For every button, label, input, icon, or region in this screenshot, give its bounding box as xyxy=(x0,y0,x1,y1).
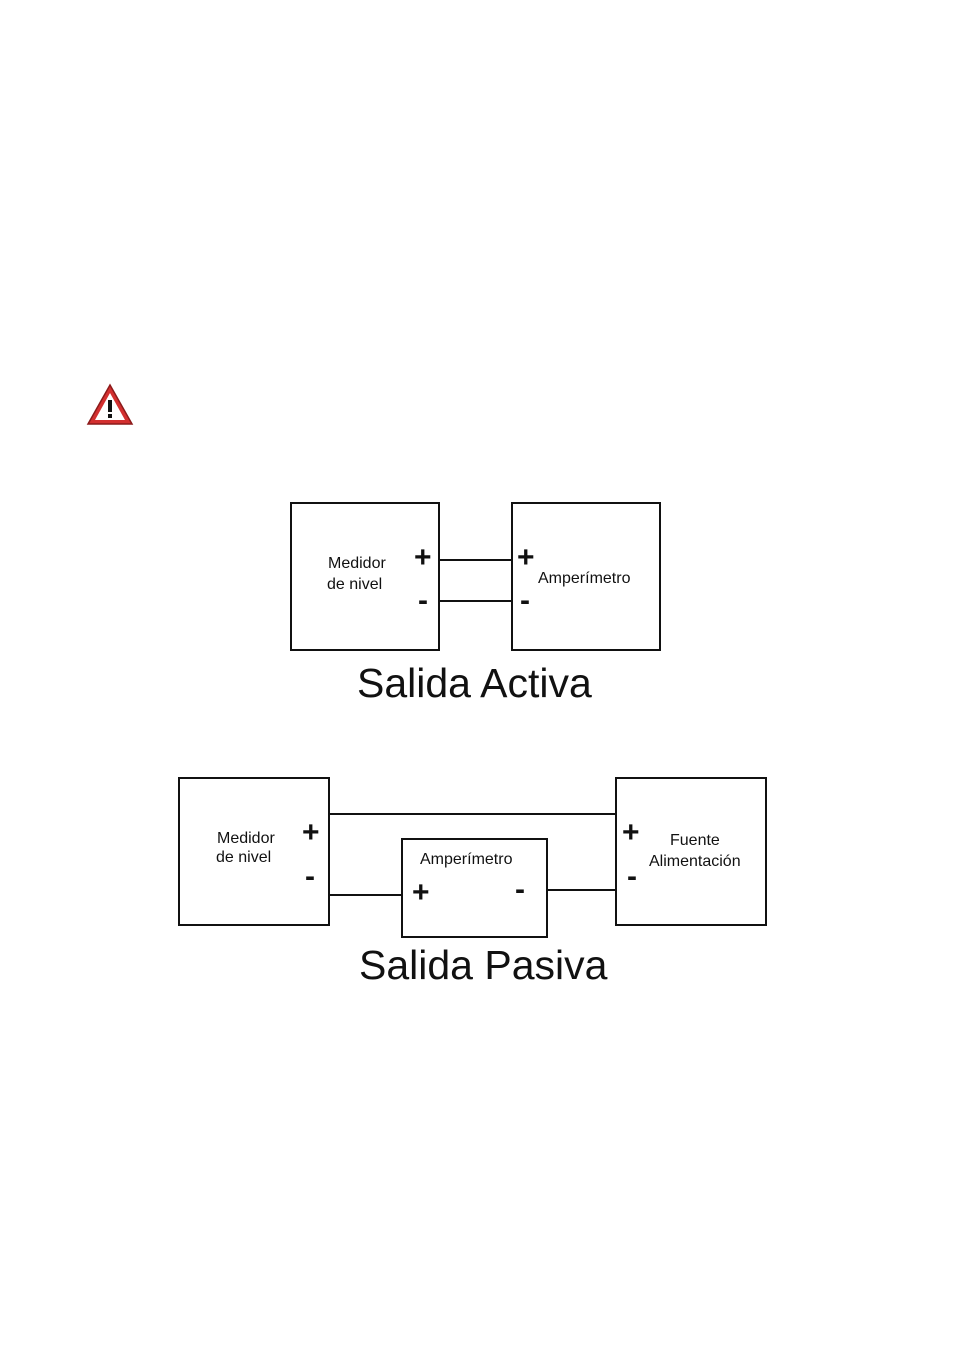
passive-supply-label-line1: Fuente xyxy=(670,832,720,849)
active-meter-label-line2: de nivel xyxy=(327,576,383,593)
passive-ammeter-minus-terminal: - xyxy=(515,873,525,906)
passive-ammeter-to-supply-wire xyxy=(547,889,616,891)
active-ammeter-plus-terminal: + xyxy=(517,541,535,574)
passive-meter-label-line1: Medidor xyxy=(217,830,275,847)
active-meter-plus-terminal: + xyxy=(414,541,432,574)
active-meter-minus-terminal: - xyxy=(418,584,428,617)
passive-supply-label-line2: Alimentación xyxy=(649,853,741,870)
passive-level-meter-box xyxy=(178,777,330,926)
active-output-caption: Salida Activa xyxy=(357,660,592,706)
passive-meter-plus-terminal: + xyxy=(302,816,320,849)
passive-ammeter-label: Amperímetro xyxy=(420,851,513,868)
passive-meter-to-ammeter-wire xyxy=(330,894,402,896)
active-level-meter-box xyxy=(290,502,440,651)
active-ammeter-minus-terminal: - xyxy=(520,584,530,617)
passive-meter-minus-terminal: - xyxy=(305,860,315,893)
passive-power-supply-box xyxy=(615,777,767,926)
passive-top-wire xyxy=(330,813,616,815)
passive-supply-minus-terminal: - xyxy=(627,860,637,893)
active-ammeter-box xyxy=(511,502,661,651)
passive-ammeter-plus-terminal: + xyxy=(412,876,430,909)
active-negative-wire xyxy=(440,600,512,602)
active-positive-wire xyxy=(440,559,512,561)
active-meter-label-line1: Medidor xyxy=(328,555,386,572)
passive-ammeter-box xyxy=(401,838,548,938)
passive-supply-plus-terminal: + xyxy=(622,816,640,849)
warning-triangle-icon xyxy=(86,383,134,425)
passive-meter-label-line2: de nivel xyxy=(216,849,272,866)
passive-output-caption: Salida Pasiva xyxy=(359,942,608,988)
active-ammeter-label: Amperímetro xyxy=(538,570,631,587)
